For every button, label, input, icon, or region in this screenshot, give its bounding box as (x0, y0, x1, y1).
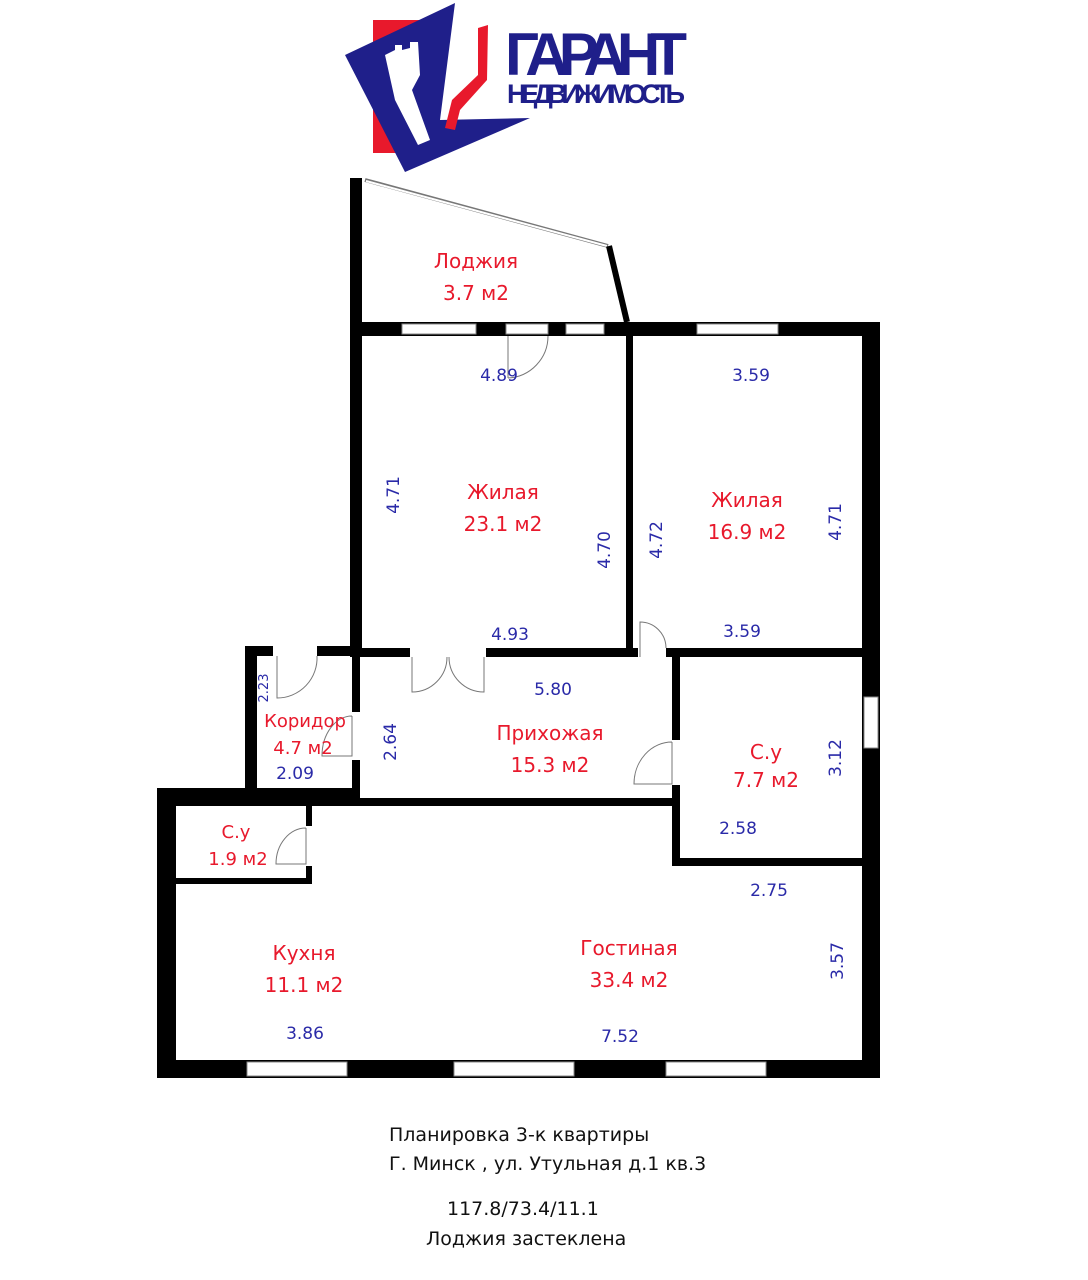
logo: ГАРАНТ НЕДВИЖИМОСТЬ (345, 3, 687, 172)
logo-blue-shape (345, 3, 530, 172)
hallway-area: 15.3 м2 (511, 753, 590, 777)
caption-areas: 117.8/73.4/11.1 (447, 1198, 599, 1220)
bedroom2-dim-right: 4.71 (826, 503, 846, 541)
loggia-area: 3.7 м2 (443, 281, 509, 305)
hallway-name: Прихожая (496, 721, 603, 745)
bathroom-name: С.у (750, 740, 782, 764)
kitchen-dim-bottom: 3.86 (286, 1024, 324, 1044)
logo-tagline: НЕДВИЖИМОСТЬ (507, 79, 685, 109)
windows (246, 323, 879, 1077)
loggia-name: Лоджия (434, 249, 518, 273)
kitchen-area: 11.1 м2 (265, 973, 344, 997)
logo-brand: ГАРАНТ (505, 21, 687, 88)
bedroom2-dim-left: 4.72 (647, 521, 667, 559)
living-dim-bottom: 7.52 (601, 1027, 639, 1047)
bedroom1-dim-left: 4.71 (384, 476, 404, 514)
corridor-dim-bottom: 2.09 (276, 764, 314, 784)
bedroom2-area: 16.9 м2 (708, 520, 787, 544)
bedroom2-dim-top: 3.59 (732, 366, 770, 386)
bathroom-dim-right: 3.12 (826, 739, 846, 777)
wc-name: С.у (222, 822, 251, 843)
living-dim-right: 3.57 (828, 942, 848, 980)
bedroom2-dim-bottom: 3.59 (723, 622, 761, 642)
caption-loggia-note: Лоджия застеклена (426, 1228, 627, 1250)
living-dim-top: 2.75 (750, 881, 788, 901)
bedroom1-dim-right: 4.70 (595, 531, 615, 569)
hallway-dim-top: 5.80 (534, 680, 572, 700)
hallway-dim-left: 2.64 (381, 723, 401, 761)
living-area: 33.4 м2 (590, 968, 669, 992)
bedroom1-dim-top: 4.89 (480, 366, 518, 386)
corridor-dim-side: 2.23 (257, 674, 272, 703)
key-icon (445, 25, 488, 130)
bedroom1-name: Жилая (467, 480, 539, 504)
corridor-area: 4.7 м2 (273, 738, 332, 759)
kitchen-name: Кухня (273, 941, 336, 965)
doors (273, 335, 680, 866)
bedroom1-area: 23.1 м2 (464, 512, 543, 536)
wc-area: 1.9 м2 (208, 849, 267, 870)
caption-title: Планировка 3-к квартиры (389, 1124, 650, 1146)
bedroom1-dim-bottom: 4.93 (491, 625, 529, 645)
bathroom-dim-bottom: 2.58 (719, 819, 757, 839)
caption-address: Г. Минск , ул. Утульная д.1 кв.3 (389, 1153, 707, 1175)
living-name: Гостиная (580, 936, 677, 960)
corridor-name: Коридор (264, 711, 346, 732)
bathroom-area: 7.7 м2 (733, 768, 799, 792)
rook-icon (385, 42, 430, 145)
bedroom2-name: Жилая (711, 488, 783, 512)
